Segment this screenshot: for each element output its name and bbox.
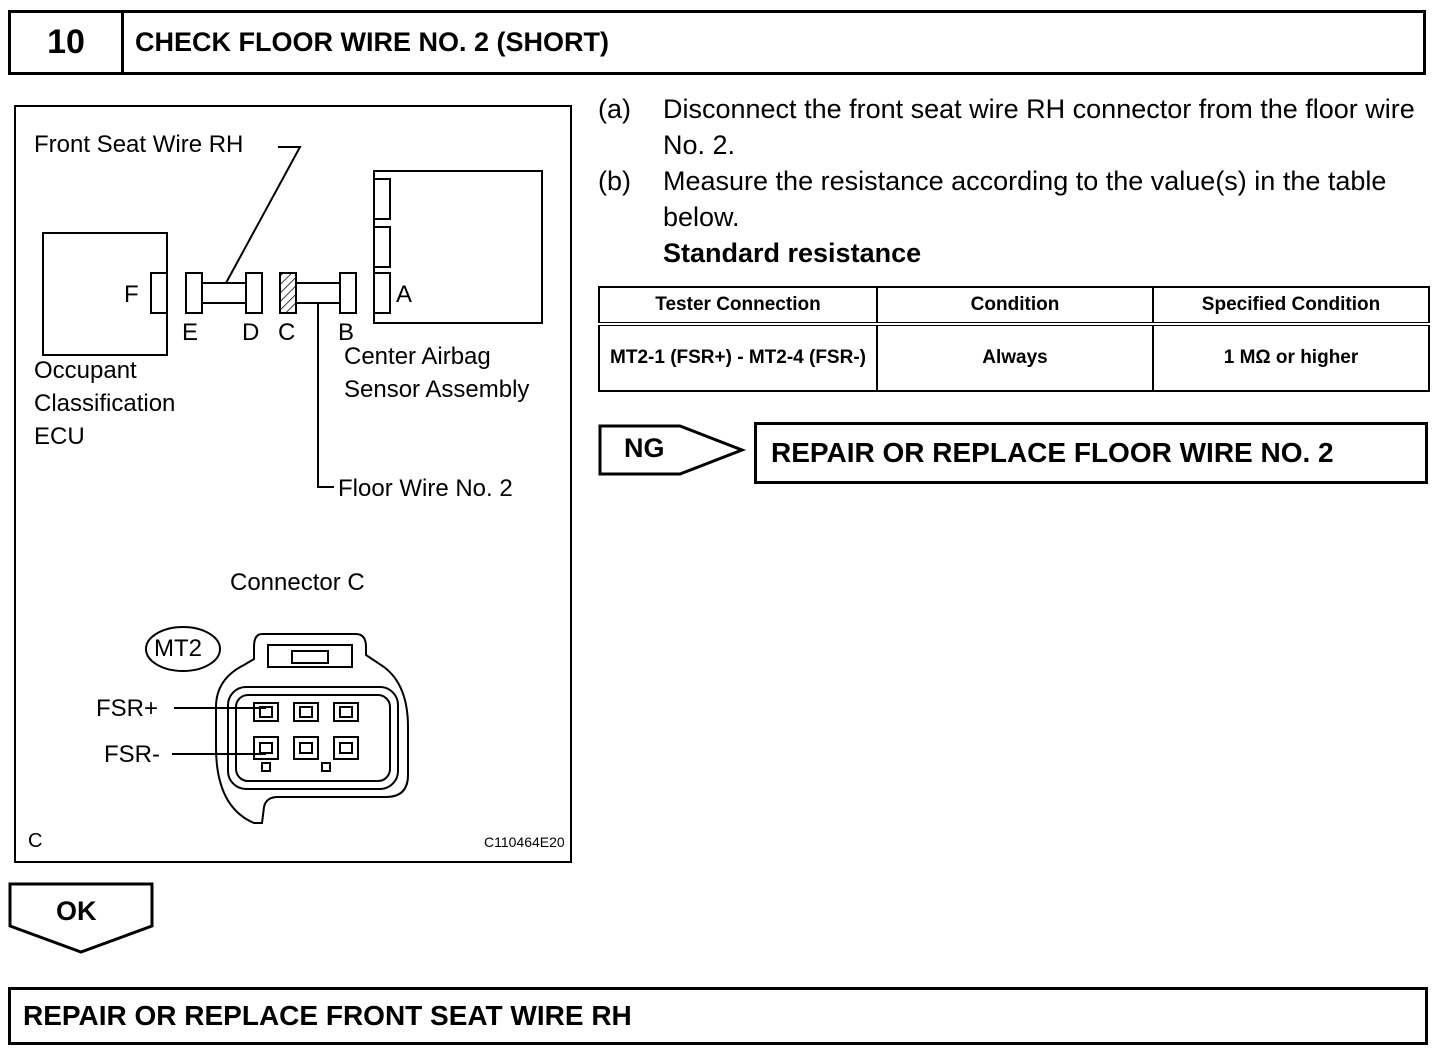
- connector-f-label: F: [124, 281, 139, 308]
- resistance-table: Tester Connection Condition Specified Co…: [598, 286, 1430, 392]
- connector-e: [185, 272, 203, 314]
- pin-3: [333, 702, 359, 722]
- standard-resistance-heading: Standard resistance: [663, 238, 922, 268]
- ok-arrow-icon: [8, 882, 154, 954]
- floor-wire: [295, 282, 341, 304]
- connector-code-ellipse: [145, 626, 221, 672]
- ng-arrow-icon: [598, 424, 747, 476]
- connector-title: Connector C: [230, 569, 365, 596]
- figure-code: C110464E20: [484, 834, 565, 850]
- pin-6: [333, 736, 359, 760]
- step-b-letter: (b): [598, 166, 631, 196]
- occupant-ecu-box: [42, 232, 168, 356]
- header-specified-condition: Specified Condition: [1152, 286, 1430, 325]
- connector-c: [279, 272, 297, 314]
- step-number: 10: [11, 13, 124, 72]
- step-b-text: Measure the resistance according to the …: [663, 166, 1387, 232]
- step-title: CHECK FLOOR WIRE NO. 2 (SHORT): [135, 27, 609, 57]
- table-row: MT2-1 (FSR+) - MT2-4 (FSR-) Always 1 MΩ …: [598, 322, 1430, 392]
- center-airbag-label-2: Sensor Assembly: [344, 376, 530, 403]
- connector-b-label: B: [338, 319, 355, 346]
- cell-condition: Always: [876, 322, 1154, 392]
- table-header-row: Tester Connection Condition Specified Co…: [598, 286, 1430, 325]
- step-a-text: Disconnect the front seat wire RH connec…: [663, 94, 1415, 160]
- connector-a: [373, 272, 391, 314]
- center-airbag-label-1: Center Airbag: [344, 343, 491, 370]
- occupant-label-3: ECU: [34, 423, 85, 450]
- pin-5: [293, 736, 319, 760]
- connector-e-label: E: [182, 319, 199, 346]
- header-tester-connection: Tester Connection: [598, 286, 878, 325]
- ng-action-box: REPAIR OR REPLACE FLOOR WIRE NO. 2: [754, 422, 1428, 484]
- connector-c-outline: [215, 633, 409, 824]
- front-seat-wire: [201, 282, 247, 304]
- cell-specified: 1 MΩ or higher: [1152, 322, 1430, 392]
- wiring-illustration: Front Seat Wire RH F E D C B A Occupant …: [14, 105, 572, 863]
- connector-f: [150, 272, 168, 314]
- ok-label: OK: [56, 896, 97, 926]
- occupant-label-2: Classification: [34, 390, 176, 417]
- connector-b: [339, 272, 357, 314]
- cell-connection: MT2-1 (FSR+) - MT2-4 (FSR-): [598, 322, 878, 392]
- corner-letter: C: [28, 830, 43, 852]
- connector-code: MT2: [154, 635, 202, 662]
- pin-2: [293, 702, 319, 722]
- pin-fsr-minus-label: FSR-: [104, 741, 160, 768]
- step-a-letter: (a): [598, 94, 631, 124]
- occupant-label-1: Occupant: [34, 357, 137, 384]
- floor-wire-leader: [317, 303, 334, 488]
- front-seat-wire-label: Front Seat Wire RH: [34, 131, 244, 158]
- header-condition: Condition: [876, 286, 1154, 325]
- pin-fsr-plus-label: FSR+: [96, 695, 159, 722]
- connector-a-label: A: [396, 281, 413, 308]
- ng-label: NG: [624, 433, 665, 463]
- pin-4: [253, 736, 279, 760]
- connector-d: [245, 272, 263, 314]
- connector-d-label: D: [242, 319, 260, 346]
- floor-wire-label: Floor Wire No. 2: [338, 475, 513, 502]
- ok-action-box: REPAIR OR REPLACE FRONT SEAT WIRE RH: [8, 987, 1428, 1045]
- pin-1: [253, 702, 279, 722]
- front-seat-wire-leader: [225, 146, 302, 284]
- wiring-diagram: [42, 146, 543, 824]
- connector-c-label: C: [278, 319, 296, 346]
- step-header: 10 CHECK FLOOR WIRE NO. 2 (SHORT): [8, 10, 1426, 75]
